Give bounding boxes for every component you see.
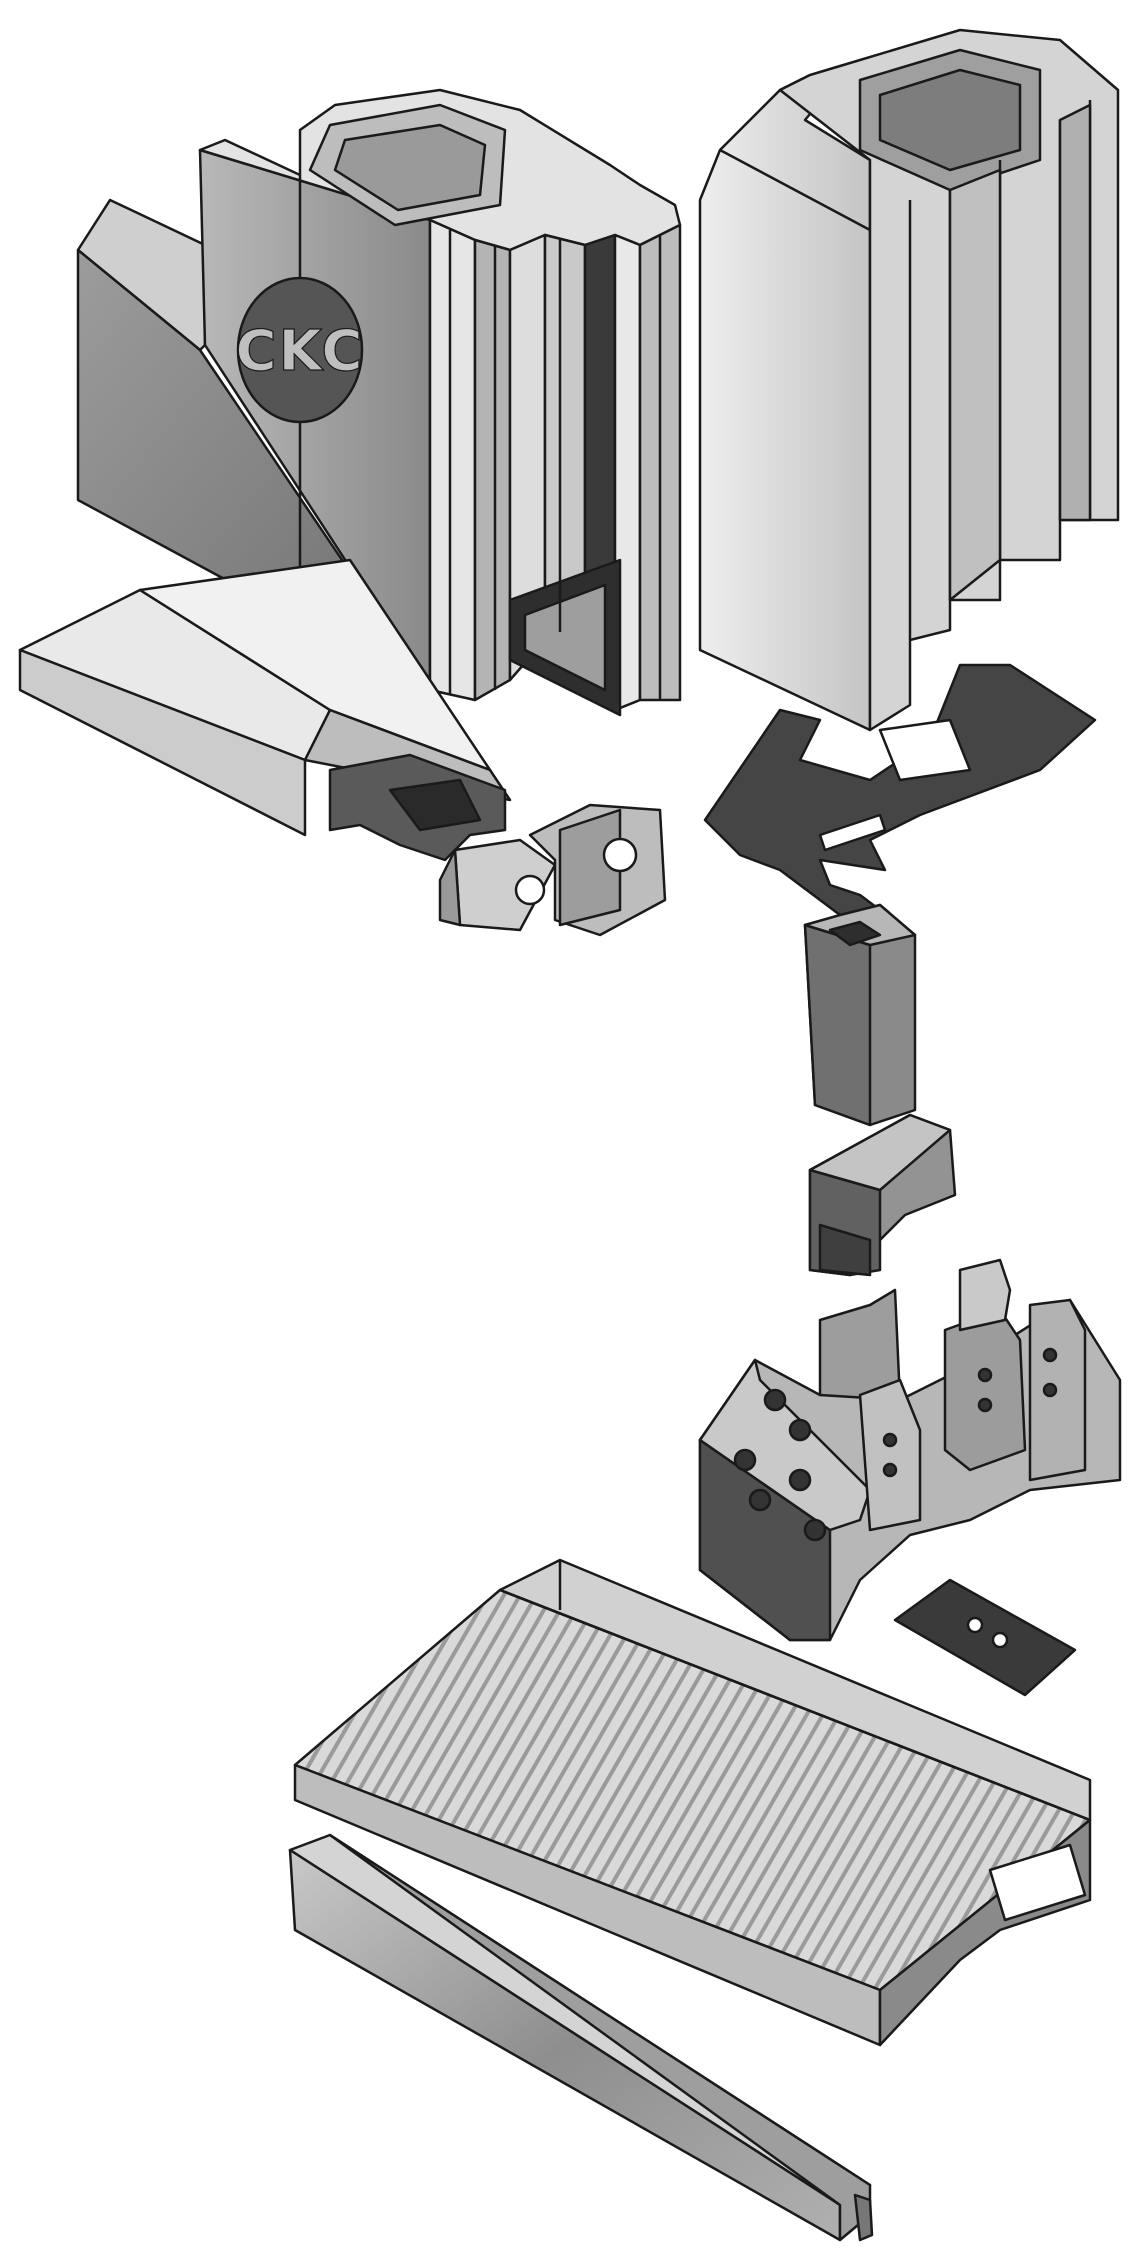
- bottom-rail: [288, 1833, 874, 2242]
- ckc-logo-icon: [236, 276, 364, 424]
- threshold-profile: [293, 1558, 1092, 2047]
- small-gasket: [893, 1578, 1077, 1697]
- end-cap: [808, 1113, 957, 1277]
- corner-bracket: [438, 803, 667, 937]
- post-connector: [803, 903, 917, 1127]
- right-sash-profile: [698, 28, 1120, 732]
- ckc-logo-text: CKC: [235, 319, 364, 384]
- glazing-bead: [18, 558, 512, 862]
- base-bracket: [698, 1258, 1122, 1642]
